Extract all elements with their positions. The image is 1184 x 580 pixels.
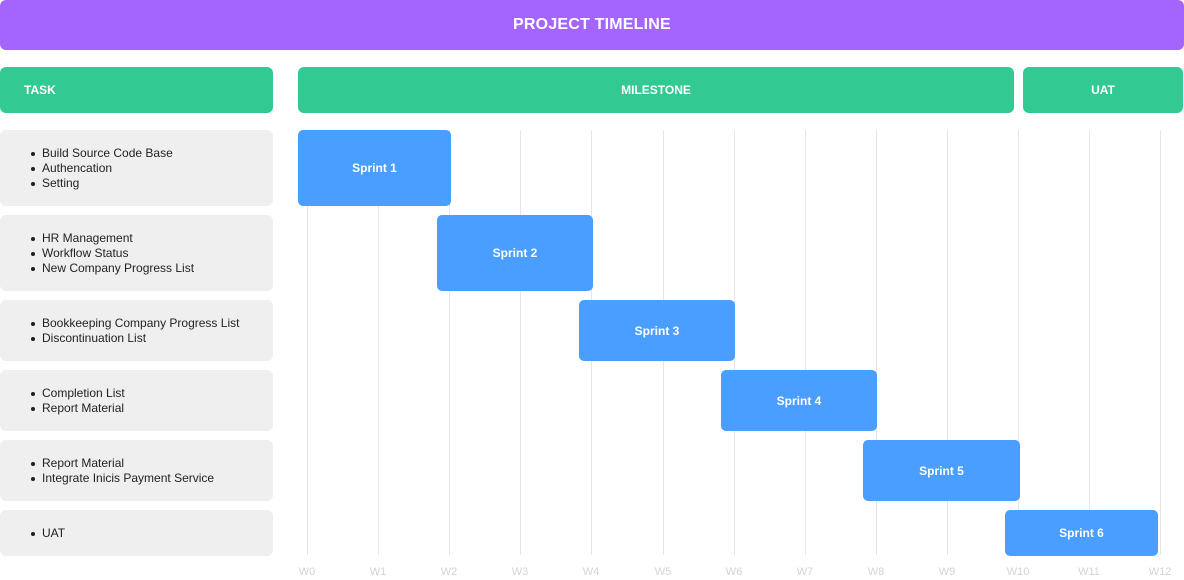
week-gridline: [1089, 130, 1090, 555]
page-title: PROJECT TIMELINE: [0, 0, 1184, 50]
task-item: Workflow Status: [30, 246, 194, 261]
task-item: UAT: [30, 526, 65, 541]
week-tick-label: W2: [440, 566, 458, 578]
week-tick-label: W11: [1078, 566, 1100, 578]
task-item: Discontinuation List: [30, 331, 239, 346]
week-tick-label: W12: [1148, 566, 1172, 578]
week-gridline: [378, 130, 379, 555]
week-tick-label: W3: [511, 566, 529, 578]
week-tick-label: W6: [725, 566, 743, 578]
week-tick-label: W5: [654, 566, 672, 578]
milestone-column-header: MILESTONE: [298, 67, 1014, 113]
week-gridline: [1160, 130, 1161, 555]
task-item: Integrate Inicis Payment Service: [30, 471, 214, 486]
week-gridline: [947, 130, 948, 555]
sprint-bar[interactable]: Sprint 6: [1005, 510, 1158, 556]
week-gridline: [307, 130, 308, 555]
task-item: Bookkeeping Company Progress List: [30, 316, 239, 331]
task-item: New Company Progress List: [30, 261, 194, 276]
sprint-bar[interactable]: Sprint 1: [298, 130, 451, 206]
week-tick-label: W0: [298, 566, 316, 578]
task-row: UAT: [0, 510, 273, 556]
sprint-bar[interactable]: Sprint 4: [721, 370, 877, 431]
week-gridline: [805, 130, 806, 555]
week-tick-label: W4: [582, 566, 600, 578]
week-gridline: [876, 130, 877, 555]
task-item: HR Management: [30, 231, 194, 246]
week-gridline: [1018, 130, 1019, 555]
task-item: Build Source Code Base: [30, 146, 173, 161]
sprint-bar[interactable]: Sprint 2: [437, 215, 593, 291]
task-item: Setting: [30, 176, 173, 191]
week-tick-label: W8: [867, 566, 885, 578]
task-item: Completion List: [30, 386, 125, 401]
week-gridline: [520, 130, 521, 555]
task-item: Report Material: [30, 456, 214, 471]
week-tick-label: W1: [369, 566, 387, 578]
week-tick-label: W7: [796, 566, 814, 578]
task-item: Report Material: [30, 401, 125, 416]
task-item: Authencation: [30, 161, 173, 176]
week-tick-label: W9: [938, 566, 956, 578]
sprint-bar[interactable]: Sprint 5: [863, 440, 1020, 501]
task-bullet-list: UAT: [30, 526, 65, 541]
sprint-bar[interactable]: Sprint 3: [579, 300, 735, 361]
task-column-header: TASK: [0, 67, 273, 113]
uat-column-header: UAT: [1023, 67, 1183, 113]
week-tick-label: W10: [1006, 566, 1030, 578]
week-gridline: [449, 130, 450, 555]
